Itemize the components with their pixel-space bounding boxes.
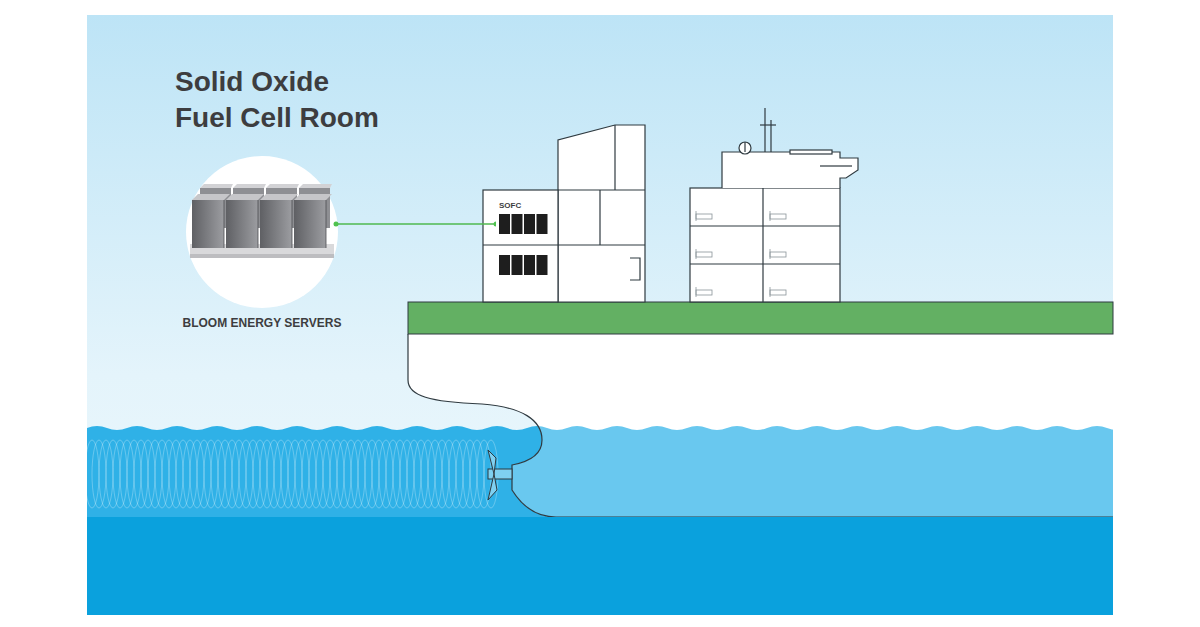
connector-line [334,222,499,227]
server-group: BLOOM ENERGY SERVERS [188,182,336,264]
room-label: SOFC [499,201,550,211]
fuel-cell-modules [499,255,548,275]
bed-icons [696,211,786,297]
propeller-wash [85,440,498,508]
energy-server-illustration [188,182,336,264]
deep-water [87,517,1113,615]
fuel-cell-modules [499,214,548,234]
hull-underwater [408,334,1113,517]
server-caption: BLOOM ENERGY SERVERS [183,316,342,330]
heading: Solid Oxide Fuel Cell Room [175,64,383,136]
fuel-cell-room: SOFC [496,199,553,237]
hull [408,334,1113,517]
accommodation-block [690,108,858,302]
sky [87,15,1113,615]
callout-circle [186,156,338,308]
deck [408,302,1113,334]
superstructure [483,125,645,302]
propeller [488,450,512,500]
hull-outline [408,334,1113,517]
